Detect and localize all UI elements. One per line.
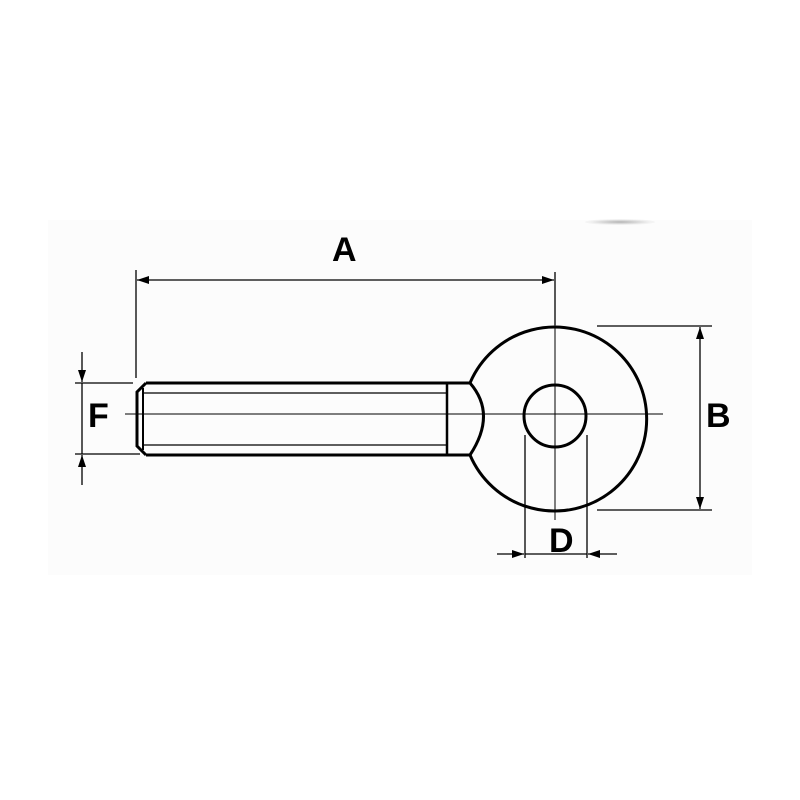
dimension-label-a: A [332, 231, 357, 269]
dimension-label-f: F [88, 397, 109, 435]
dimension-f [75, 352, 140, 485]
dimension-label-d: D [549, 522, 574, 560]
dimension-label-b: B [706, 397, 731, 435]
eye-hole [522, 383, 588, 449]
dimension-a [135, 270, 556, 378]
dimension-b [597, 325, 712, 511]
center-lines [125, 272, 663, 520]
bolt-shank [135, 381, 485, 457]
dimension-d [497, 435, 617, 558]
eye-ring [468, 325, 649, 513]
scan-smudge [585, 219, 655, 225]
